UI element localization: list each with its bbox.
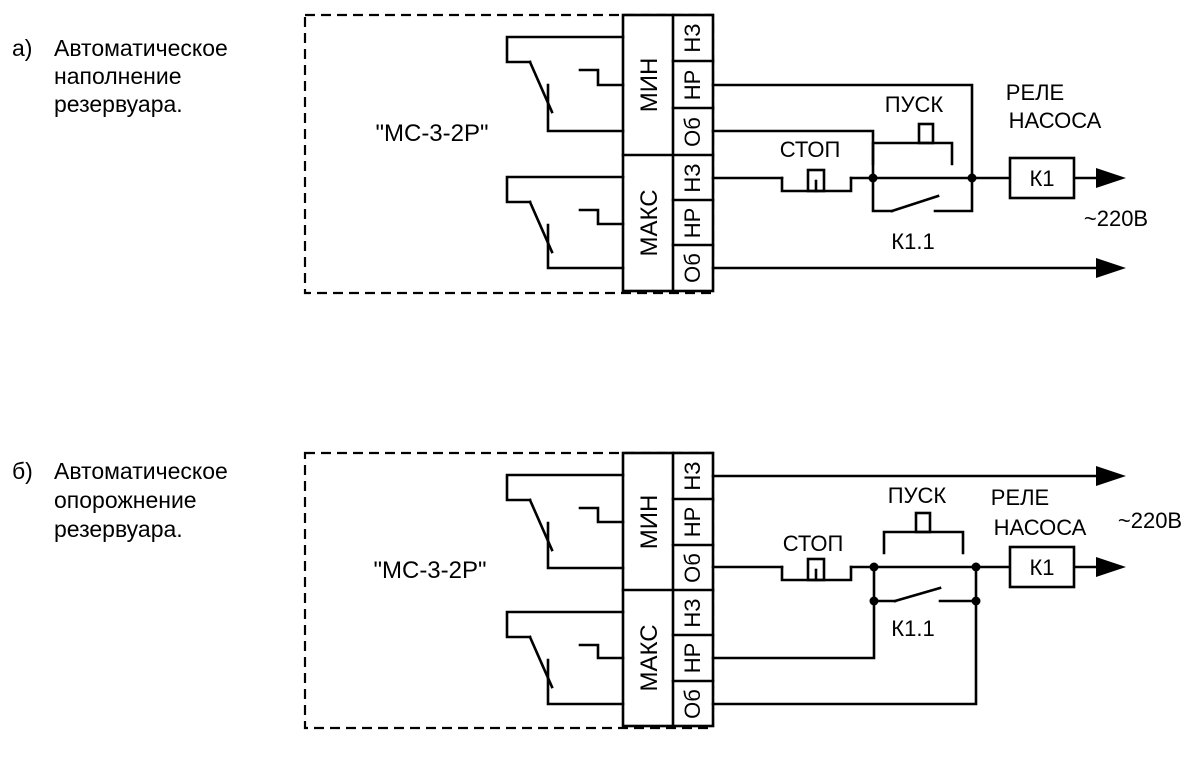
diagram-a-switch-max-symbol xyxy=(505,175,625,270)
diagram-b-terminal-min-nr: НР xyxy=(680,507,705,538)
diagram-b-terminal-min-ob: Об xyxy=(680,553,705,583)
diagram-b: б) Автоматическое опорожнение резервуара… xyxy=(12,451,1182,730)
diagram-b-arrow-top xyxy=(1096,466,1126,486)
diagram-b-switch-min-symbol xyxy=(505,473,625,570)
diagram-a-caption-prefix: а) xyxy=(12,35,32,61)
diagram-a-contact-k11 xyxy=(871,176,974,213)
diagram-b-stop-label: СТОП xyxy=(783,531,844,556)
diagram-b-terminal-max-nr: НР xyxy=(680,643,705,674)
diagram-a-terminal-max-nr: НР xyxy=(680,208,705,239)
diagram-b-junction-3 xyxy=(869,596,879,606)
diagram-a-caption-line-1: Автоматическое xyxy=(54,35,228,61)
diagram-a-sensor-top-label: МИН xyxy=(636,58,663,113)
diagram-a-terminal-min-nz: НЗ xyxy=(680,23,705,52)
diagram-b-caption-line-3: резервуара. xyxy=(54,516,183,542)
diagram-b-junction-1 xyxy=(869,562,879,572)
diagram-b-stop-button xyxy=(780,557,853,582)
diagram-b-caption-line-1: Автоматическое xyxy=(54,458,228,484)
diagram-a-device-label: "МС-3-2Р" xyxy=(375,120,488,147)
diagram-b-supply-label: ~220В xyxy=(1118,508,1182,533)
diagram-a-switch-min-symbol xyxy=(505,35,625,133)
diagram-a-supply-label: ~220В xyxy=(1084,206,1148,231)
diagram-b-relay-coil xyxy=(1008,545,1076,589)
diagram-b-start-button xyxy=(882,511,965,555)
diagram-b-external-wiring xyxy=(711,474,1100,706)
diagram-b-terminal-min-nz: НЗ xyxy=(680,461,705,490)
diagram-a-relay-title-line-2: НАСОСА xyxy=(1009,108,1102,133)
diagram-a-relay-title-line-1: РЕЛЕ xyxy=(1006,80,1064,105)
diagram-a-stop-button xyxy=(780,168,853,193)
diagram-b-contact-label: К1.1 xyxy=(891,616,934,641)
diagram-b-terminal-max-ob: Об xyxy=(680,689,705,719)
diagram-a-terminal-max-nz: НЗ xyxy=(680,163,705,192)
diagram-b-junction-4 xyxy=(971,596,981,606)
diagram-b-arrow-relay xyxy=(1096,557,1126,577)
diagram-a-arrow-phase xyxy=(1096,168,1126,188)
diagram-b-relay-title-line-2: НАСОСА xyxy=(994,515,1087,540)
diagram-b-sensor-top-label: МИН xyxy=(636,495,663,550)
diagram-a: а) Автоматическое наполнение резервуара.… xyxy=(12,13,1148,295)
diagram-a-junction-2 xyxy=(967,173,977,183)
diagram-a-caption-line-3: резервуара. xyxy=(54,91,183,117)
diagram-b-sensor-bottom-label: МАКС xyxy=(636,624,663,691)
diagram-a-terminal-max-ob: Об xyxy=(680,253,705,283)
diagram-a-contact-label: К1.1 xyxy=(891,229,934,254)
diagram-a-stop-label: СТОП xyxy=(780,137,841,162)
diagram-b-relay-title-line-1: РЕЛЕ xyxy=(991,485,1049,510)
diagram-a-relay-coil-label: К1 xyxy=(1029,166,1054,191)
diagram-a-arrow-neutral xyxy=(1096,258,1126,278)
diagram-a-terminal-min-ob: Об xyxy=(680,117,705,147)
diagram-b-switch-max-symbol xyxy=(505,610,625,706)
diagram-b-relay-coil-label: К1 xyxy=(1029,555,1054,580)
diagram-b-contact-k11 xyxy=(872,586,978,603)
diagram-b-start-label: ПУСК xyxy=(888,483,947,508)
diagram-b-device-label: "МС-3-2Р" xyxy=(373,557,486,584)
diagram-a-junction-1 xyxy=(868,173,878,183)
diagram-a-start-button xyxy=(871,122,954,166)
diagram-b-junction-2 xyxy=(971,562,981,572)
diagram-b-terminal-max-nz: НЗ xyxy=(680,598,705,627)
diagram-a-start-label: ПУСК xyxy=(885,92,944,117)
diagram-a-relay-coil xyxy=(1008,156,1076,200)
diagram-a-sensor-bottom-label: МАКС xyxy=(636,189,663,256)
diagram-b-caption-line-2: опорожнение xyxy=(54,487,197,513)
diagram-a-caption-line-2: наполнение xyxy=(54,63,182,89)
diagram-b-caption-prefix: б) xyxy=(12,458,33,484)
diagram-a-terminal-min-nr: НР xyxy=(680,70,705,101)
